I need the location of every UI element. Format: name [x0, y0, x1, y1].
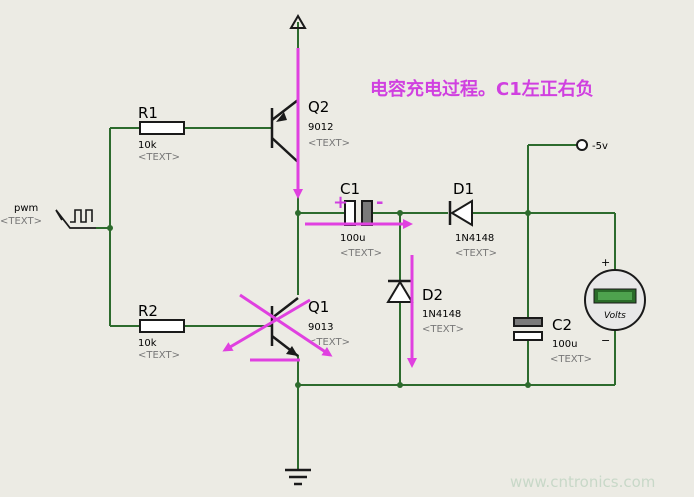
voltmeter-unit: Volts: [604, 311, 626, 321]
transistor-q2: Q2 9012 <TEXT>: [270, 98, 350, 163]
supply-arrow-icon: [289, 14, 307, 29]
d2-value: 1N4148: [422, 309, 461, 320]
diode-d1: D1 1N4148 <TEXT>: [448, 180, 497, 259]
r1-value: 10k: [138, 140, 157, 151]
r1-text-placeholder: <TEXT>: [138, 152, 180, 163]
pwm-label: pwm: [14, 203, 38, 214]
c1-name: C1: [340, 180, 360, 198]
capacitor-c1: C1 + - 100u <TEXT>: [333, 180, 383, 259]
supply-terminal: -5v: [576, 139, 608, 152]
ground-icon: [285, 468, 311, 486]
c1-plus: +: [333, 192, 348, 213]
r2-name: R2: [138, 302, 158, 320]
r1-name: R1: [138, 104, 158, 122]
diode-d2: D2 1N4148 <TEXT>: [386, 279, 464, 335]
c1-value: 100u: [340, 233, 365, 244]
d1-name: D1: [453, 180, 474, 198]
q2-name: Q2: [308, 98, 329, 116]
d2-text-placeholder: <TEXT>: [422, 324, 464, 335]
r2-text-placeholder: <TEXT>: [138, 350, 180, 361]
c2-text-placeholder: <TEXT>: [550, 354, 592, 365]
transistor-q1: Q1 9013 <TEXT>: [270, 297, 350, 357]
c1-text-placeholder: <TEXT>: [340, 248, 382, 259]
pwm-text-placeholder: <TEXT>: [0, 216, 42, 227]
q2-value: 9012: [308, 122, 333, 133]
q1-text-placeholder: <TEXT>: [308, 337, 350, 348]
c2-name: C2: [552, 316, 572, 334]
q1-value: 9013: [308, 322, 333, 333]
annotation-text: 电容充电过程。C1左正右负: [370, 78, 594, 100]
c2-value: 100u: [552, 339, 577, 350]
junction-dots: [107, 210, 531, 388]
d2-name: D2: [422, 286, 443, 304]
d1-text-placeholder: <TEXT>: [455, 248, 497, 259]
pwm-source: pwm <TEXT>: [0, 203, 96, 229]
voltmeter-plus: +: [601, 256, 610, 269]
resistor-r2: R2 10k <TEXT>: [138, 302, 185, 361]
resistor-r1: R1 10k <TEXT>: [138, 104, 185, 163]
square-wave-icon: [70, 209, 93, 223]
voltmeter: Volts + −: [584, 256, 646, 347]
r2-value: 10k: [138, 338, 157, 349]
supply-label: -5v: [592, 141, 608, 152]
q2-text-placeholder: <TEXT>: [308, 138, 350, 149]
d1-value: 1N4148: [455, 233, 494, 244]
current-flow-arrows: [222, 48, 417, 368]
voltmeter-minus: −: [601, 334, 610, 347]
c1-minus: -: [376, 192, 383, 213]
capacitor-c2: C2 100u <TEXT>: [513, 316, 592, 365]
pwm-waveform-icon: [55, 209, 96, 229]
q1-name: Q1: [308, 298, 329, 316]
watermark: www.cntronics.com: [510, 473, 655, 491]
